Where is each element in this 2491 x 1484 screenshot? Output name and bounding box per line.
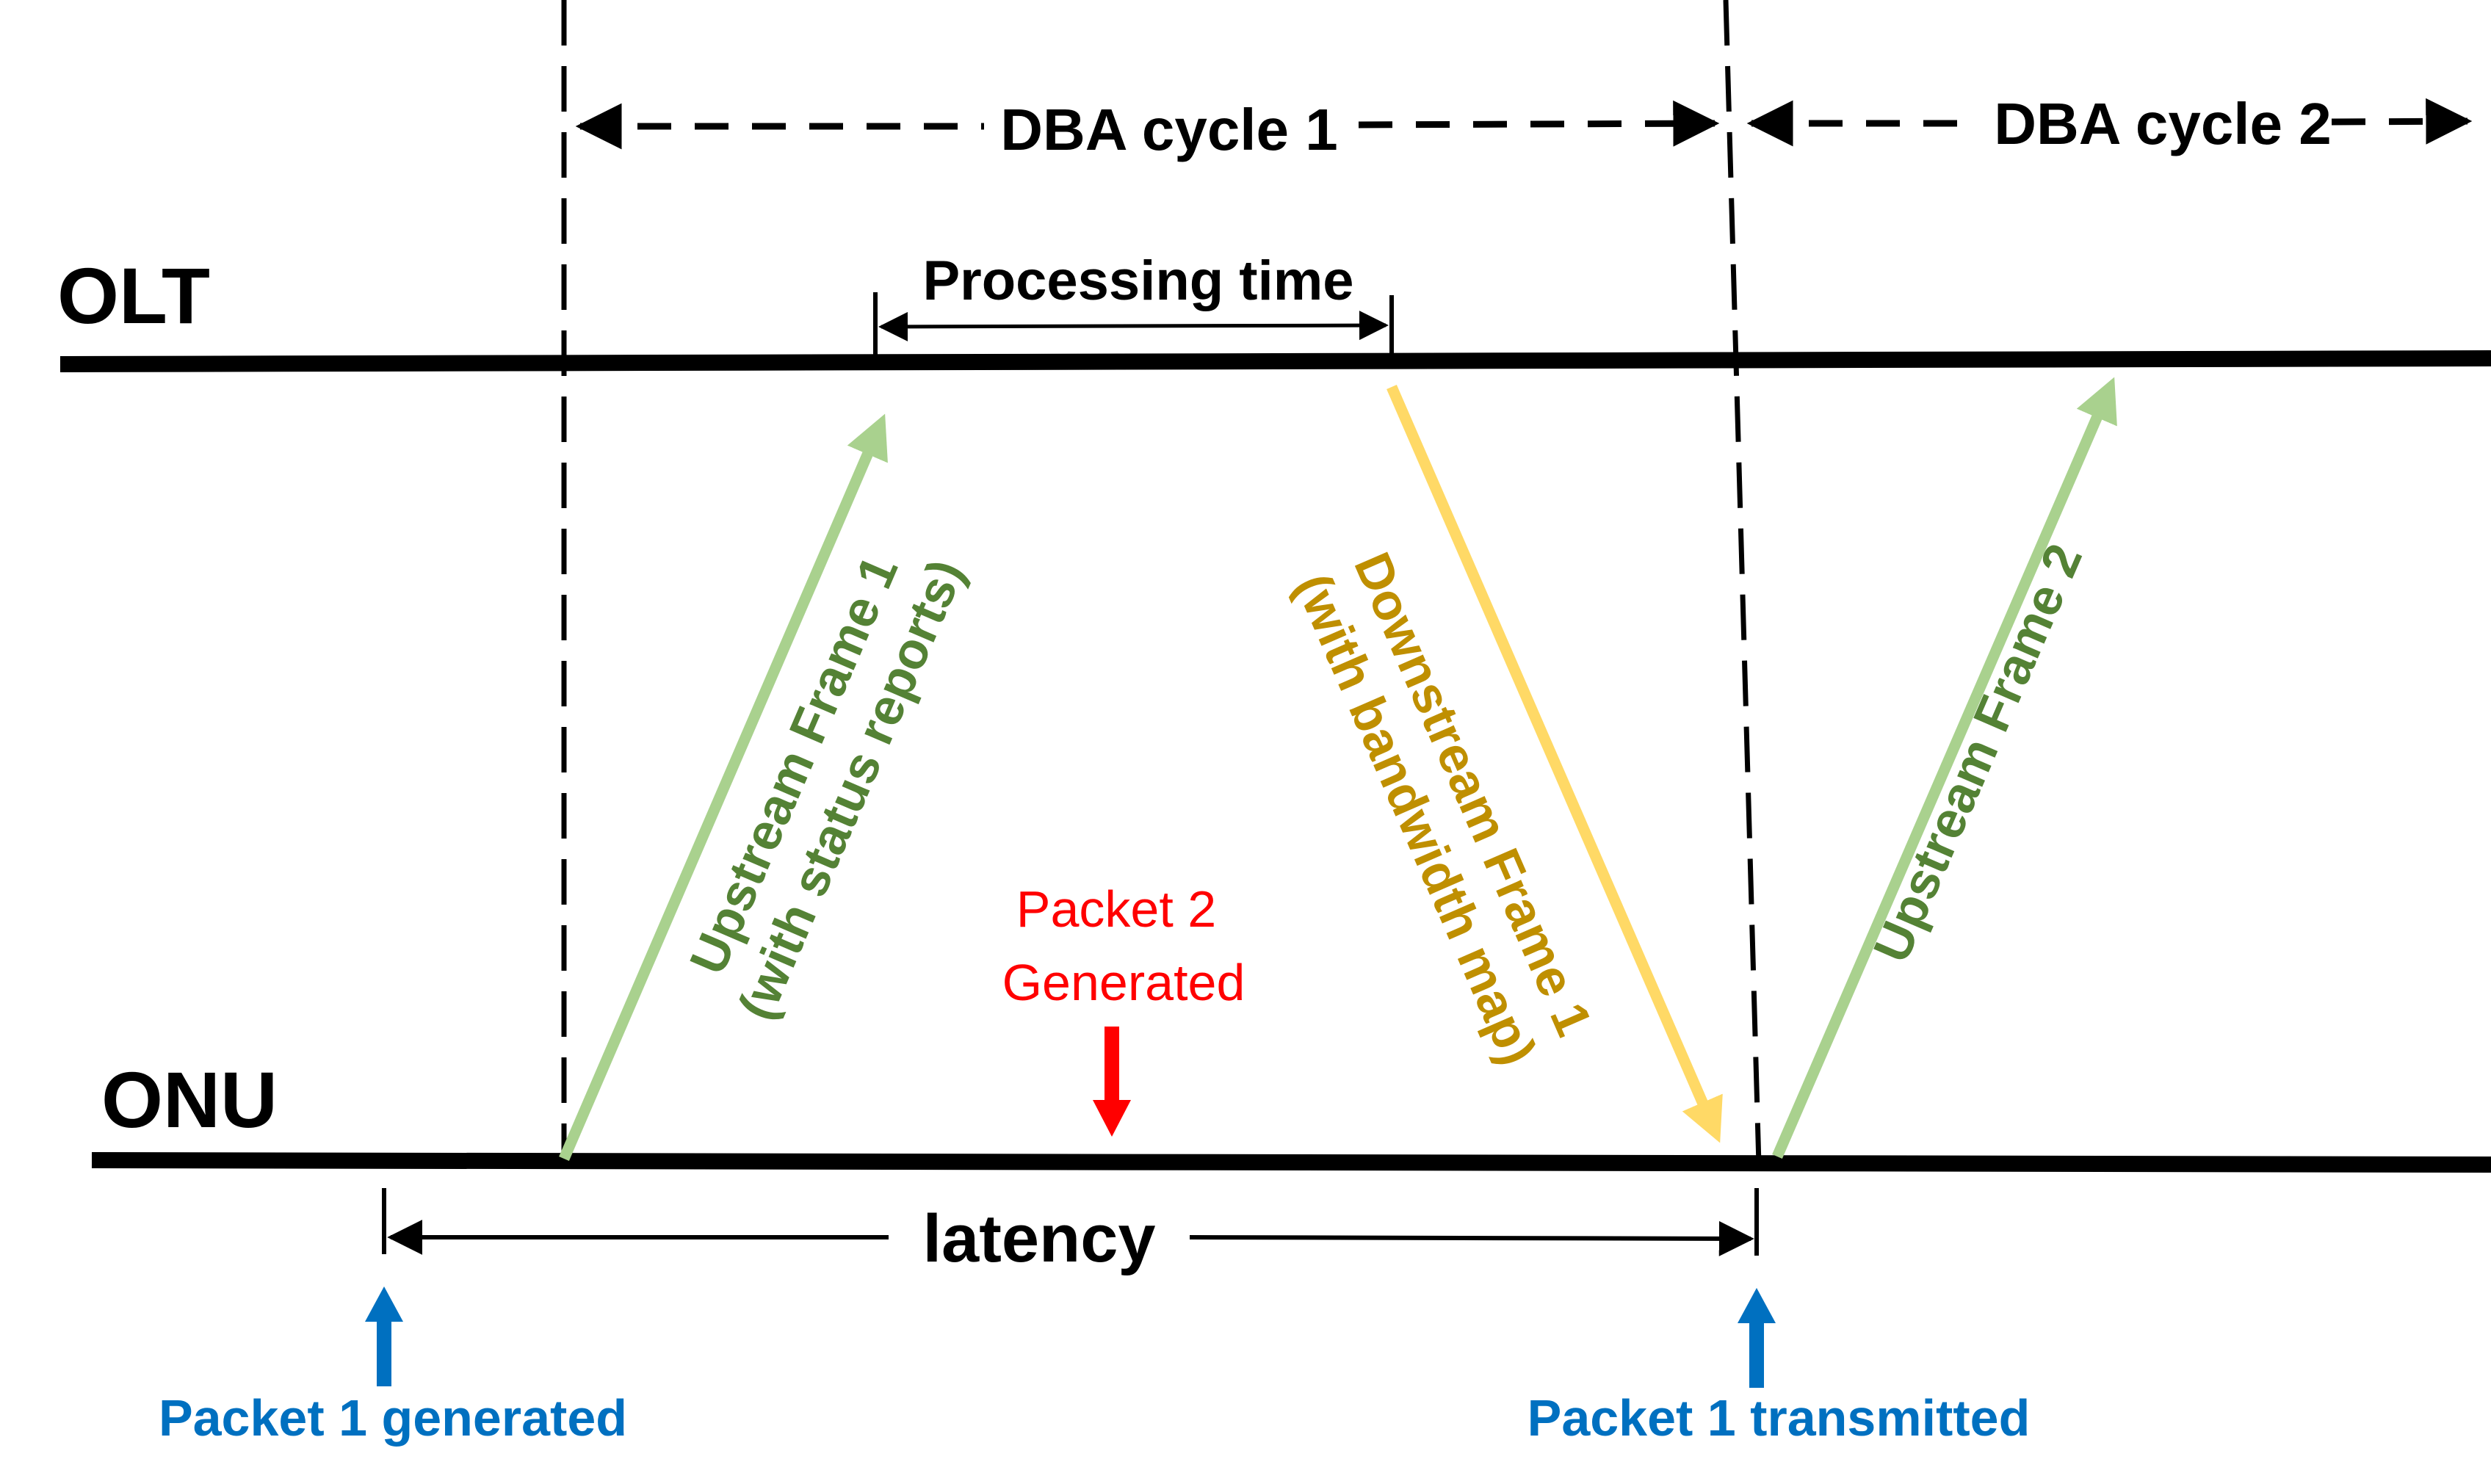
packet-1-transmitted-arrow-up-icon	[1738, 1288, 1776, 1388]
onu-label: ONU	[101, 1055, 278, 1144]
dba-cycle-1-label: DBA cycle 1	[1000, 97, 1338, 162]
packet-2-arrow-down-icon	[1093, 1027, 1131, 1137]
latency-arrow-right	[1189, 1220, 1754, 1256]
packet-1-generated-label: Packet 1 generated	[159, 1389, 627, 1447]
dba-cycle-1-arrow-right	[1358, 100, 1720, 147]
upstream-frame-1-arrow	[559, 413, 888, 1161]
packet-1-transmitted-label: Packet 1 transmitted	[1528, 1389, 2031, 1447]
onu-timeline	[91, 1152, 2491, 1173]
packet-2-label-line2: Generated	[1002, 954, 1246, 1011]
olt-timeline	[59, 350, 2491, 372]
olt-label: OLT	[57, 251, 210, 340]
latency-label: latency	[922, 1201, 1155, 1276]
downstream-frame-1-label: Downstream Frame 1 (with bandwidth map)	[1284, 544, 1603, 1073]
packet-1-generated-arrow-up-icon	[365, 1286, 403, 1386]
upstream-frame-2-text: Upstream Frame 2	[1862, 536, 2093, 971]
upstream-frame-1-label: Upstream Frame 1 (with status reports)	[679, 548, 975, 1028]
processing-time-arrow	[878, 311, 1389, 341]
dba-cycle-boundary-2	[1723, 0, 1762, 1165]
dba-cycle-2-label: DBA cycle 2	[1994, 91, 2332, 156]
packet-2-label-line1: Packet 2	[1016, 880, 1216, 938]
processing-time-label: Processing time	[922, 250, 1353, 312]
upstream-frame-2-arrow	[1772, 377, 2117, 1159]
downstream-frame-1-arrow	[1386, 385, 1723, 1143]
dba-cycle-2-arrow-right	[2331, 98, 2473, 145]
upstream-frame-2-label: Upstream Frame 2	[1862, 536, 2093, 971]
